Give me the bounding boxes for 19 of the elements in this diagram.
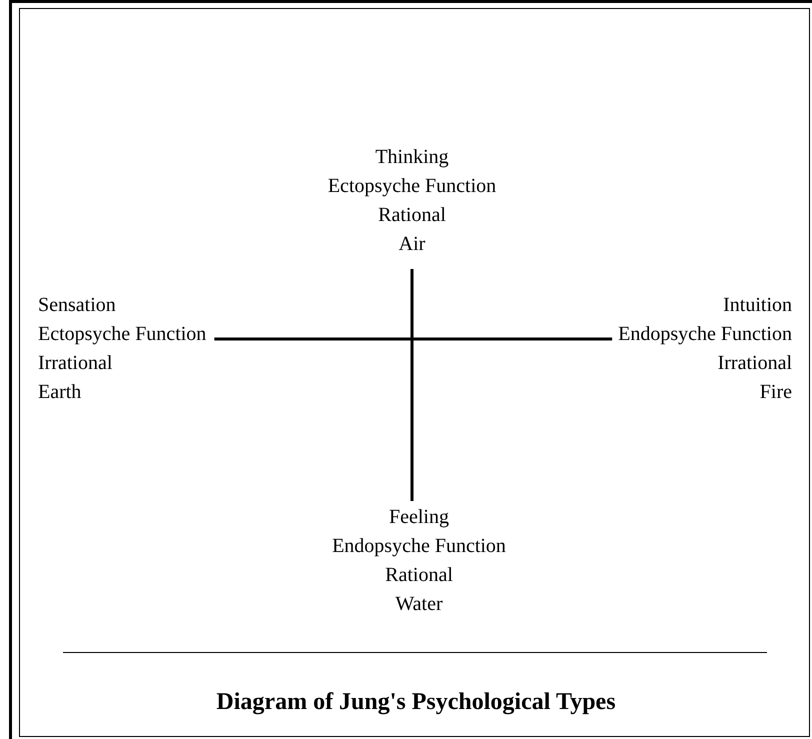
type-attribute: Endopsyche Function	[618, 322, 792, 347]
axis-line	[214, 338, 612, 340]
type-attribute: Ectopsyche Function	[38, 322, 206, 347]
type-name: Sensation	[38, 293, 116, 318]
type-attribute: Water	[395, 592, 443, 617]
type-attribute: Rational	[378, 203, 446, 228]
type-attribute: Endopsyche Function	[332, 534, 506, 559]
type-attribute: Rational	[385, 563, 453, 588]
type-name: Intuition	[723, 293, 792, 318]
type-attribute: Fire	[760, 380, 792, 405]
axis-line	[410, 269, 414, 501]
type-attribute: Ectopsyche Function	[328, 174, 496, 199]
caption: Diagram of Jung's Psychological Types	[215, 688, 617, 717]
type-name: Feeling	[389, 505, 449, 530]
type-attribute: Air	[398, 232, 426, 257]
type-attribute: Irrational	[718, 351, 792, 376]
type-name: Thinking	[375, 145, 449, 170]
type-attribute: Earth	[38, 380, 82, 405]
type-attribute: Irrational	[38, 351, 112, 376]
